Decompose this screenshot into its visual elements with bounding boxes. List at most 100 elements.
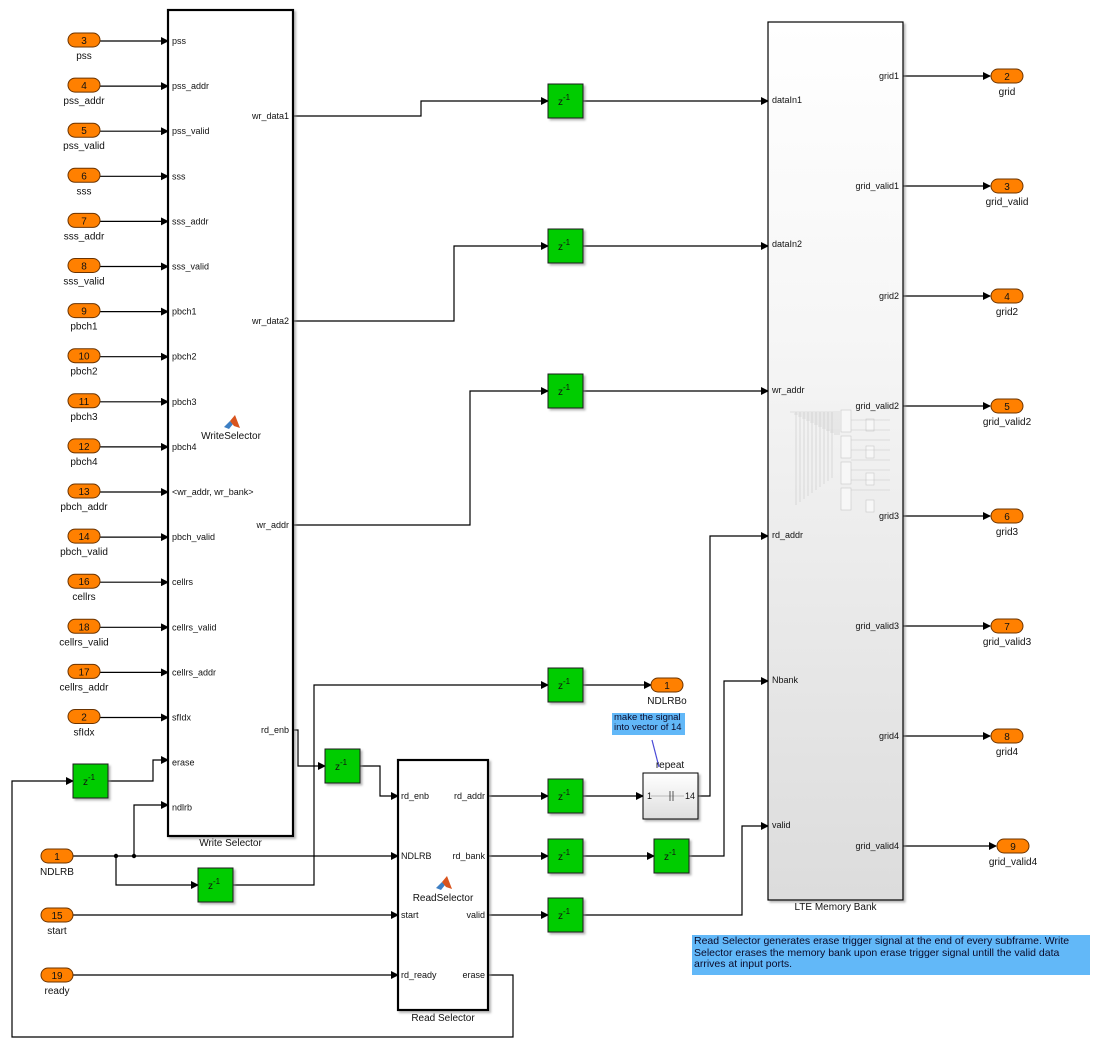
unit-delay-wr-data2[interactable]: z-1 (547, 228, 584, 264)
inport-shape[interactable] (67, 77, 101, 93)
memory-bank-shape[interactable] (767, 21, 904, 901)
inport-shape[interactable] (67, 528, 101, 544)
unit-delay-shape[interactable] (653, 838, 690, 874)
inport-shape[interactable] (67, 212, 101, 228)
signal-line-rd-enb-delayed[interactable] (360, 765, 399, 800)
lte-memory-bank-block[interactable] (767, 21, 904, 901)
inport-shape[interactable] (40, 967, 74, 983)
unit-delay-shape[interactable] (547, 83, 584, 119)
inport-shape[interactable] (67, 258, 101, 273)
outport-shape[interactable] (990, 68, 1024, 84)
unit-delay-rd-enb[interactable]: z-1 (324, 748, 361, 784)
inport-shape[interactable] (67, 348, 101, 364)
inport-shape[interactable] (67, 573, 101, 589)
outport-shape[interactable] (990, 288, 1024, 304)
memory-bank-input-port: rd_addr (772, 530, 803, 540)
unit-delay-shape[interactable] (547, 838, 584, 874)
outport-shape[interactable] (990, 178, 1024, 194)
unit-delay-shape[interactable] (547, 778, 584, 814)
inport-shape[interactable] (67, 483, 101, 499)
inport-shape[interactable] (67, 167, 101, 183)
inport-shape[interactable] (67, 618, 101, 634)
unit-delay-ndlrb[interactable]: z-1 (197, 867, 234, 903)
signal-line-nbank[interactable] (689, 677, 769, 857)
inport-shape[interactable] (67, 32, 101, 48)
unit-delay-wr-data1[interactable]: z-1 (547, 83, 584, 119)
unit-delay-wr-addr[interactable]: z-1 (547, 373, 584, 409)
unit-delay-ndlrbo[interactable]: z-1 (547, 667, 584, 703)
unit-delay-valid[interactable]: z-1 (547, 897, 584, 933)
inport-shape[interactable] (40, 848, 74, 864)
inport-shape[interactable] (67, 663, 101, 679)
read-selector-input-port: start (401, 910, 419, 920)
signal-line-ndlrb-delay-in[interactable] (115, 856, 199, 889)
signal-line-rd-enb[interactable] (293, 729, 326, 770)
unit-delay-shape[interactable] (197, 867, 234, 903)
outport-shape[interactable] (990, 508, 1024, 524)
signal-line-wr-data1[interactable] (293, 97, 549, 117)
repeat-block[interactable] (642, 772, 699, 820)
unit-delay-shape[interactable] (547, 228, 584, 264)
signal-line-mb-valid[interactable] (583, 822, 769, 916)
outport-shape[interactable] (990, 728, 1024, 744)
inport-shape[interactable] (67, 438, 101, 454)
signal-line-erase-feedback[interactable] (11, 777, 514, 1038)
unit-delay-rd-addr[interactable]: z-1 (547, 778, 584, 814)
outport-shape[interactable] (990, 618, 1024, 634)
unit-delay-shape[interactable] (72, 763, 109, 799)
inport-shape[interactable] (67, 122, 101, 138)
thumb-switch (865, 445, 875, 459)
outport-shape[interactable] (996, 838, 1030, 854)
signal-line-ndlrb-to-write[interactable] (133, 801, 169, 856)
outport-shape[interactable] (990, 398, 1024, 414)
signal-line-wr-data2[interactable] (293, 242, 549, 322)
unit-delay-rd-bank[interactable]: z-1 (547, 838, 584, 874)
inport-name: pss_addr (63, 96, 105, 107)
unit-delay-shape[interactable] (324, 748, 361, 784)
outport-shape[interactable] (650, 677, 684, 693)
inport-shape[interactable] (40, 907, 74, 923)
outport-name: NDLRBo (647, 696, 687, 707)
signal-line-wr-addr[interactable] (293, 387, 549, 526)
signal-line-erase[interactable] (108, 756, 169, 782)
signal-line-mb-rd-addr[interactable] (698, 532, 769, 797)
inport-shape[interactable] (67, 709, 101, 724)
unit-delay-shape[interactable] (547, 897, 584, 933)
unit-delay-rd-bank-2[interactable]: z-1 (653, 838, 690, 874)
inport-shape[interactable] (67, 303, 101, 319)
unit-delay-shape[interactable] (547, 373, 584, 409)
unit-delay-shape[interactable] (547, 667, 584, 703)
unit-delay-erase[interactable]: z-1 (72, 763, 109, 799)
signal-line-ndlrb-delayed[interactable] (233, 681, 549, 886)
inport-number: 11 (79, 397, 90, 408)
inport-shape[interactable] (67, 393, 101, 409)
